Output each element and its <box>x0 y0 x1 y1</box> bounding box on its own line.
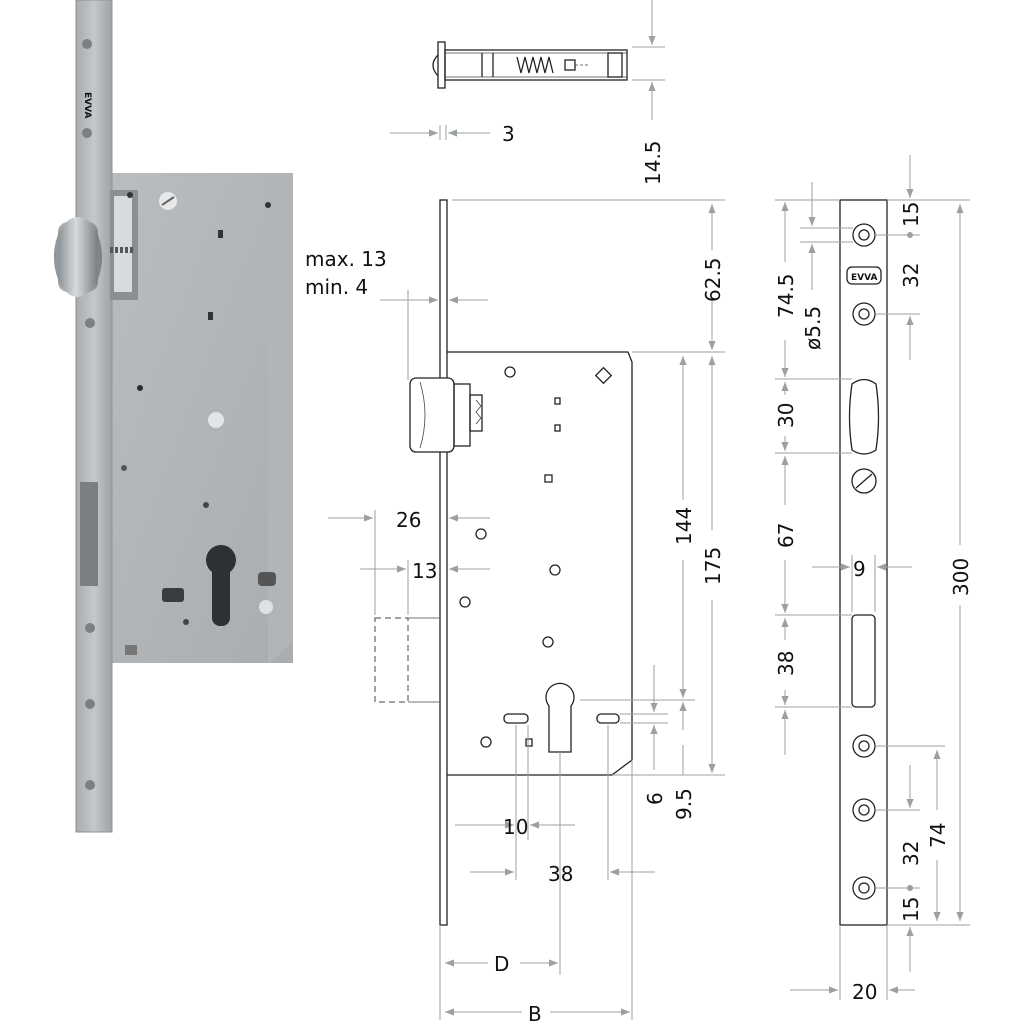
latch-range-max-label: max. 13 <box>305 247 387 271</box>
front-brand-label: EVVA <box>851 273 877 283</box>
latch-range-min-label: min. 4 <box>305 275 368 299</box>
dim-13-label: 13 <box>412 559 437 583</box>
faceplate <box>75 0 113 833</box>
dim-9-label: 9 <box>853 557 866 581</box>
dim-74-5-label: 74.5 <box>774 273 798 318</box>
dim-10-label: 10 <box>503 815 528 839</box>
dim-30-label: 30 <box>774 403 798 428</box>
dim-144-label: 144 <box>672 507 696 545</box>
dim-15-bottom-label: 15 <box>899 897 923 922</box>
side-latch <box>409 377 455 453</box>
dim-26-label: 26 <box>396 508 421 532</box>
dim-32-top-label: 32 <box>899 263 923 288</box>
cylinder-cutout <box>545 682 575 753</box>
dim-38-front-label: 38 <box>774 651 798 676</box>
dim-20-label: 20 <box>852 980 877 1004</box>
dim-38-side-label: 38 <box>548 862 573 886</box>
dim-32-bottom-label: 32 <box>899 841 923 866</box>
dim-6-label: 6 <box>643 792 667 805</box>
dim-300-label: 300 <box>949 558 973 596</box>
dim-top-offset-label: 14.5 <box>641 140 665 185</box>
dim-hole-label: ø5.5 <box>801 306 825 350</box>
front-view: EVVA 15 32 74.5 ø5.5 30 67 <box>774 155 973 1004</box>
dim-15-top-label: 15 <box>899 202 923 227</box>
label-B: B <box>528 1002 542 1024</box>
dim-62-5-label: 62.5 <box>701 257 725 302</box>
label-D: D <box>494 952 509 976</box>
front-faceplate <box>839 199 888 926</box>
dim-thickness-label: 3 <box>502 122 515 146</box>
top-view: 3 14.5 <box>390 0 665 185</box>
faceplate-brand: EVVA <box>82 92 92 118</box>
side-view: max. 13 min. 4 26 13 62.5 144 175 6 9.5 <box>305 199 725 1024</box>
lock-photo: EVVA <box>54 0 293 833</box>
dim-9-5-label: 9.5 <box>672 788 696 820</box>
dim-67-label: 67 <box>774 523 798 548</box>
dim-74-label: 74 <box>926 823 950 848</box>
dim-175-label: 175 <box>701 547 725 585</box>
